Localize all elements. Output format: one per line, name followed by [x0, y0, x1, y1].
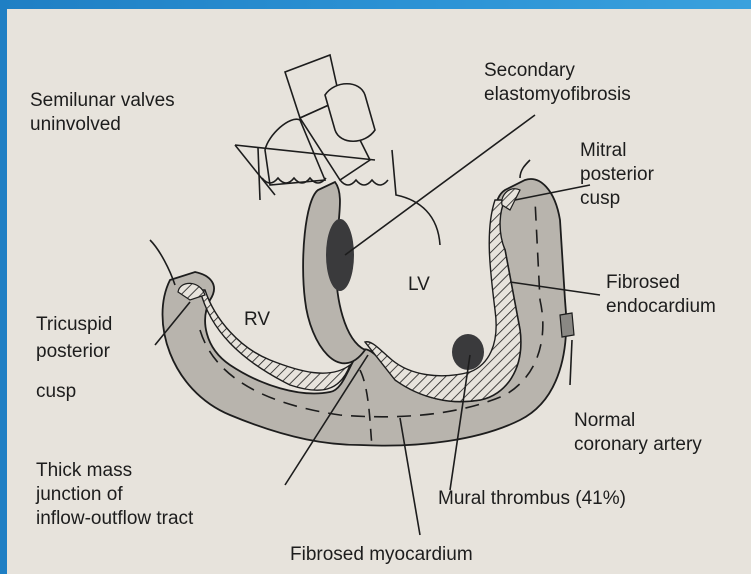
label-tricuspid-line1: Tricuspid: [36, 314, 112, 335]
label-fibrosed-endocardium: Fibrosed endocardium: [606, 272, 716, 317]
label-tricuspid-line3: cusp: [36, 381, 76, 402]
label-semilunar-line2: uninvolved: [30, 114, 121, 135]
label-thick-mass-line2: junction of: [35, 484, 123, 505]
label-thick-mass-junction: Thick mass junction of inflow-outflow tr…: [35, 460, 194, 529]
lv-cusp-line: [520, 160, 530, 178]
label-mitral-posterior-cusp: Mitral posterior cusp: [580, 140, 655, 209]
aortic-wall: [392, 150, 440, 245]
label-normal-coronary-artery: Normal coronary artery: [574, 410, 702, 455]
label-mitral-line2: posterior: [580, 164, 655, 185]
secondary-elastomyofibrosis-mass: [326, 219, 354, 291]
label-thick-mass-line1: Thick mass: [36, 460, 132, 481]
great-vessels: [265, 55, 375, 185]
fibrosed-endocardium-lv: [365, 200, 521, 402]
label-thick-mass-line3: inflow-outflow tract: [36, 508, 194, 529]
label-secondary-elastomyofibrosis: Secondary elastomyofibrosis: [484, 60, 631, 105]
label-coronary-line1: Normal: [574, 410, 635, 431]
label-semilunar-line1: Semilunar valves: [30, 90, 175, 111]
label-mural-thrombus: Mural thrombus (41%): [438, 488, 626, 509]
label-fibrosed-endo-line2: endocardium: [606, 296, 716, 317]
label-mitral-line3: cusp: [580, 188, 620, 209]
label-rv: RV: [244, 309, 270, 330]
label-secondary-line1: Secondary: [484, 60, 575, 81]
label-secondary-line2: elastomyofibrosis: [484, 84, 631, 105]
label-fibrosed-endo-line1: Fibrosed: [606, 272, 680, 293]
label-tricuspid-posterior-cusp: Tricuspid posterior cusp: [36, 314, 112, 402]
label-tricuspid-line2: posterior: [36, 341, 111, 362]
label-fibrosed-myocardium: Fibrosed myocardium: [290, 544, 473, 565]
label-mitral-line1: Mitral: [580, 140, 626, 161]
rv-wall-line: [150, 240, 175, 285]
label-semilunar-valves: Semilunar valves uninvolved: [30, 90, 175, 135]
semilunar-valve-right: [340, 180, 388, 185]
label-coronary-line2: coronary artery: [574, 434, 702, 455]
coronary-artery: [560, 313, 574, 337]
label-lv: LV: [408, 274, 430, 295]
